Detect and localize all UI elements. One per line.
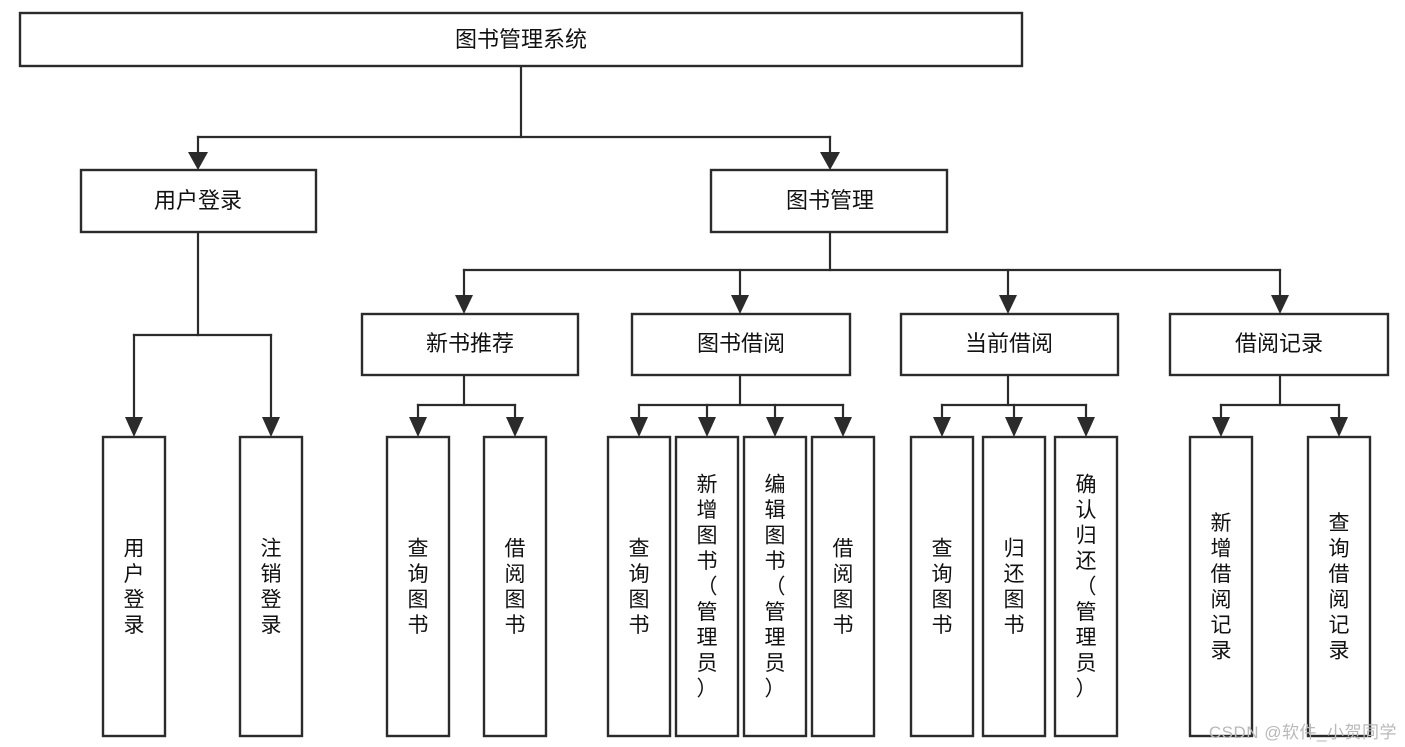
- leaf-add-book-admin-label: 新增图书（管理员）: [697, 474, 718, 701]
- leaf-node[interactable]: 新增图书（管理员）: [674, 435, 740, 738]
- node-user-login[interactable]: 用户登录: [79, 168, 318, 234]
- node-new-book-recommend[interactable]: 新书推荐: [360, 312, 580, 377]
- leaf-node[interactable]: 注销登录: [238, 435, 304, 738]
- arrowhead-leaf-return-book: [1005, 417, 1023, 437]
- leaf-query-book-rec-box[interactable]: [385, 435, 451, 738]
- node-root-box[interactable]: [18, 11, 1024, 68]
- node-new-book-recommend-box[interactable]: [360, 312, 580, 377]
- arrowhead-leaf-add-borrow-record: [1212, 417, 1230, 437]
- leaf-logout-login-label: 注销登录: [261, 537, 282, 637]
- leaf-node[interactable]: 查询借阅记录: [1306, 435, 1372, 738]
- arrowhead-leaf-add-book-admin: [698, 417, 716, 437]
- leaf-add-borrow-record-box[interactable]: [1188, 435, 1254, 738]
- leaf-logout-login-box[interactable]: [238, 435, 304, 738]
- leaf-node[interactable]: 归还图书: [981, 435, 1047, 738]
- leaf-borrow-book-label: 借阅图书: [833, 537, 854, 637]
- leaf-node[interactable]: 借阅图书: [810, 435, 876, 738]
- leaf-edit-book-admin-box[interactable]: [742, 435, 808, 738]
- arrowhead-book-borrow: [731, 295, 749, 314]
- leaf-node[interactable]: 查询图书: [385, 435, 451, 738]
- leaf-node[interactable]: 确认归还（管理员）: [1053, 435, 1119, 738]
- leaf-query-borrow-record-label: 查询借阅记录: [1329, 512, 1350, 663]
- arrowhead-leaf-borrow-book-rec: [506, 417, 524, 437]
- leaf-node[interactable]: 借阅图书: [482, 435, 548, 738]
- arrowhead-leaf-query-borrow-record: [1330, 417, 1348, 437]
- arrowhead-book-mgmt: [820, 152, 840, 170]
- node-user-login-box[interactable]: [79, 168, 318, 234]
- leaf-borrow-book-rec-label: 借阅图书: [505, 537, 526, 637]
- node-current-borrow[interactable]: 当前借阅: [899, 312, 1120, 377]
- node-user-login-label: 用户登录: [154, 188, 242, 213]
- arrowhead-borrow-record: [1271, 295, 1289, 314]
- leaf-query-book-borrow-box[interactable]: [606, 435, 672, 738]
- watermark-text: CSDN @软件_小贺同学: [1208, 723, 1397, 742]
- leaf-node[interactable]: 新增借阅记录: [1188, 435, 1254, 738]
- leaf-node[interactable]: 查询图书: [606, 435, 672, 738]
- node-root[interactable]: 图书管理系统: [18, 11, 1024, 68]
- node-borrow-record[interactable]: 借阅记录: [1168, 312, 1390, 377]
- node-book-borrow-box[interactable]: [630, 312, 852, 377]
- node-borrow-record-label: 借阅记录: [1235, 331, 1323, 356]
- node-book-borrow-label: 图书借阅: [697, 331, 785, 356]
- leaf-confirm-return-admin-label: 确认归还（管理员）: [1076, 474, 1097, 701]
- arrowhead-leaf-borrow-book: [834, 417, 852, 437]
- node-book-management-label: 图书管理: [786, 188, 874, 213]
- arrowhead-leaf-query-book-borrow: [630, 417, 648, 437]
- connectors-layer: [125, 64, 1348, 437]
- node-borrow-record-box[interactable]: [1168, 312, 1390, 377]
- node-book-management-box[interactable]: [709, 168, 949, 234]
- leaf-borrow-book-rec-box[interactable]: [482, 435, 548, 738]
- leaf-borrow-book-box[interactable]: [810, 435, 876, 738]
- arrowhead-leaf-confirm-return-admin: [1077, 417, 1095, 437]
- leaf-return-book-box[interactable]: [981, 435, 1047, 738]
- leaf-query-book-cur-label: 查询图书: [932, 537, 953, 637]
- leaf-add-book-admin-box[interactable]: [674, 435, 740, 738]
- arrowhead-leaf-query-book-cur: [933, 417, 951, 437]
- node-new-book-recommend-label: 新书推荐: [426, 331, 514, 356]
- arrowhead-leaf-user-login: [125, 417, 143, 437]
- leaf-query-book-cur-box[interactable]: [909, 435, 975, 738]
- leaf-node[interactable]: 用户登录: [101, 435, 167, 738]
- arrowhead-new-book-rec: [455, 295, 473, 314]
- leaf-confirm-return-admin-box[interactable]: [1053, 435, 1119, 738]
- node-current-borrow-label: 当前借阅: [965, 331, 1053, 356]
- arrowhead-leaf-edit-book-admin: [766, 417, 784, 437]
- arrowhead-user-login: [188, 152, 208, 170]
- node-book-management[interactable]: 图书管理: [709, 168, 949, 234]
- arrowhead-leaf-query-book-rec: [409, 417, 427, 437]
- arrowhead-leaf-logout-login: [262, 417, 280, 437]
- leaf-query-borrow-record-box[interactable]: [1306, 435, 1372, 738]
- leaf-return-book-label: 归还图书: [1004, 537, 1025, 637]
- leaf-add-borrow-record-label: 新增借阅记录: [1211, 512, 1232, 663]
- leaf-query-book-rec-label: 查询图书: [408, 537, 429, 637]
- node-book-borrow[interactable]: 图书借阅: [630, 312, 852, 377]
- node-current-borrow-box[interactable]: [899, 312, 1120, 377]
- leaf-query-book-borrow-label: 查询图书: [629, 537, 650, 637]
- leaf-nodes-layer: 用户登录 注销登录 查询图书 借阅图书 查询图书 新增图书（管理员） 编辑图书（管理员） 借阅…: [101, 435, 1372, 738]
- leaf-user-login-label: 用户登录: [124, 537, 145, 637]
- leaf-user-login-box[interactable]: [101, 435, 167, 738]
- leaf-node[interactable]: 查询图书: [909, 435, 975, 738]
- leaf-edit-book-admin-label: 编辑图书（管理员）: [765, 474, 786, 701]
- arrowhead-current-borrow: [999, 295, 1017, 314]
- leaf-node[interactable]: 编辑图书（管理员）: [742, 435, 808, 738]
- node-root-label: 图书管理系统: [455, 27, 587, 52]
